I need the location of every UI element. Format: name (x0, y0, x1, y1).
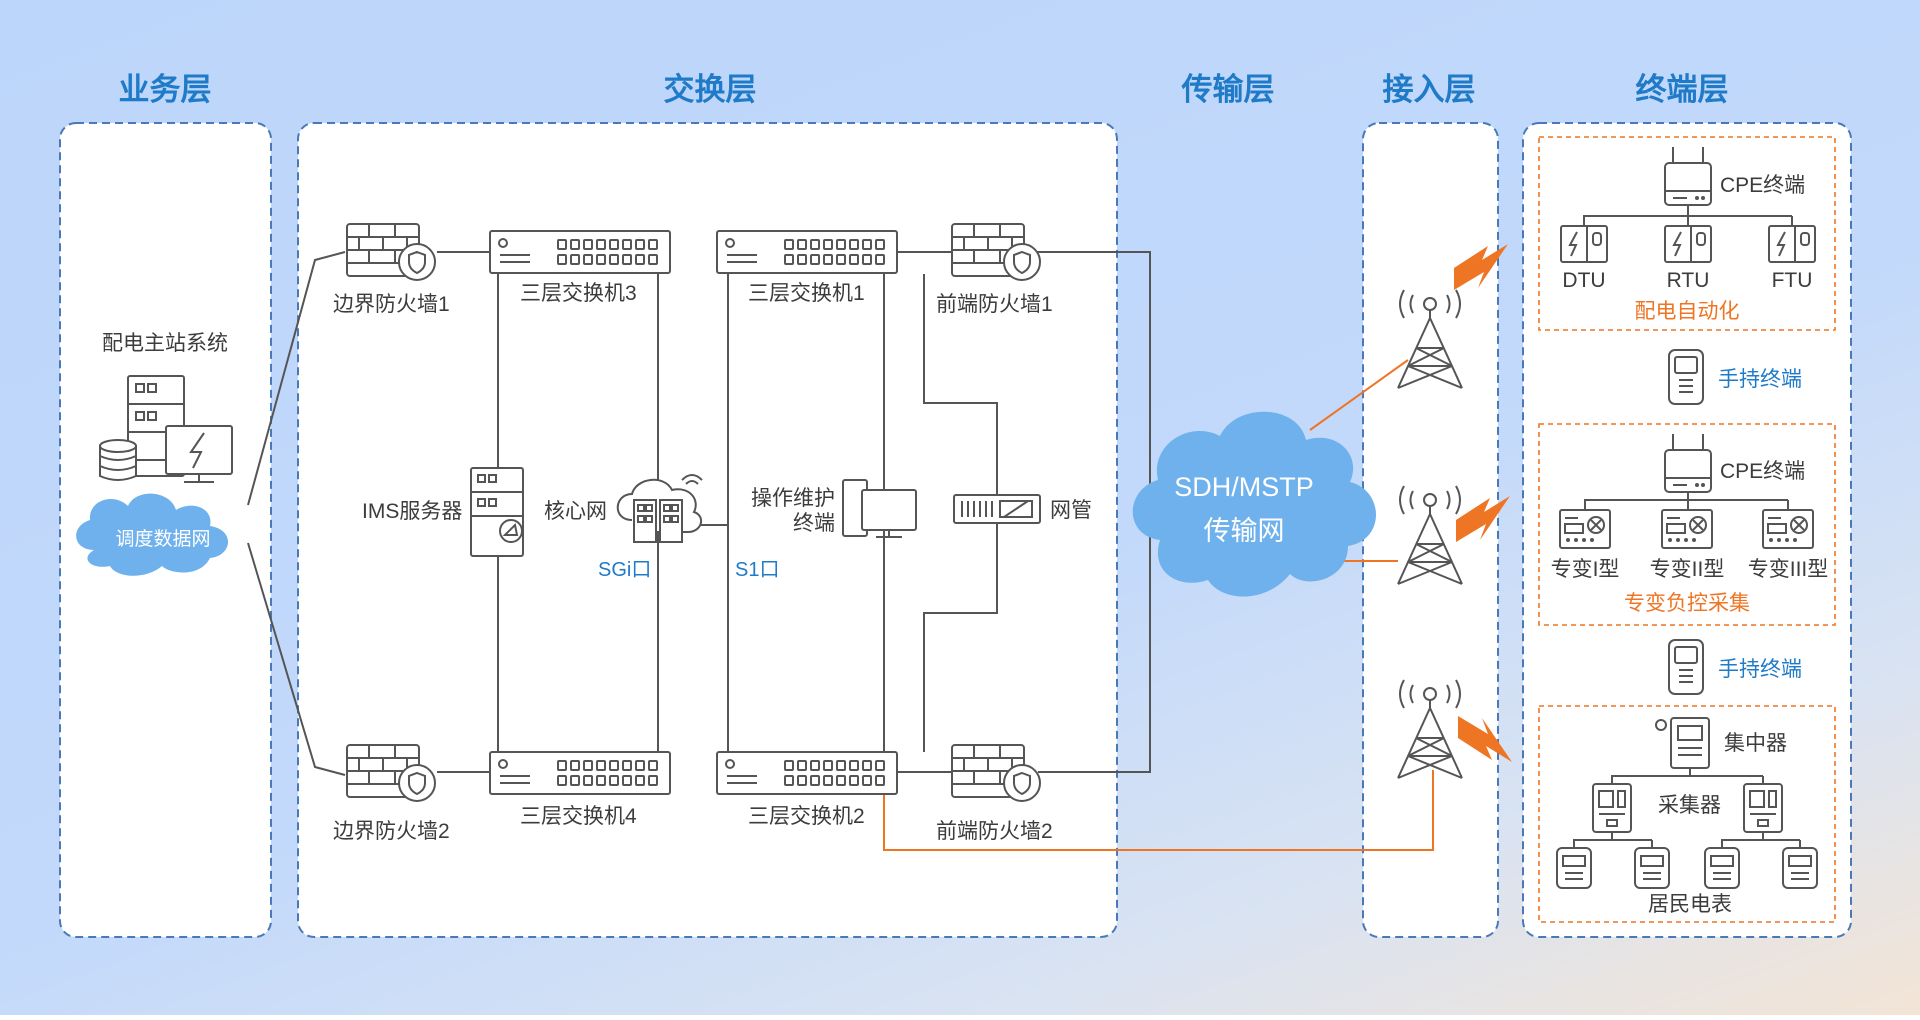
type-1-label: 专变I型 (1551, 558, 1620, 581)
collector-1-icon (1592, 783, 1632, 833)
border-firewall-1-label: 边界防火墙1 (333, 293, 450, 316)
handheld-terminal-2-icon (1668, 639, 1704, 695)
layer-title-switching: 交换层 (664, 72, 757, 107)
s1-port-label: S1口 (735, 559, 779, 581)
type-2-label: 专变II型 (1650, 558, 1725, 581)
collector-2-icon (1743, 783, 1783, 833)
l3-switch-3-label: 三层交换机3 (520, 282, 637, 305)
om-terminal-label-line1: 操作维护 (751, 487, 835, 510)
network-management-label: 网管 (1050, 499, 1092, 522)
sdh-mstp-label-line1: SDH/MSTP (1174, 472, 1314, 502)
sdh-mstp-cloud (1132, 411, 1376, 597)
front-firewall-1-label: 前端防火墙1 (936, 293, 1053, 316)
resident-meter-label: 居民电表 (1648, 893, 1732, 916)
load-control-label: 专变负控采集 (1624, 592, 1750, 615)
access-layer-panel (1362, 122, 1499, 938)
concentrator-label: 集中器 (1724, 732, 1787, 755)
l3-switch-4-icon (489, 751, 671, 795)
type-2-meter-icon (1661, 509, 1713, 549)
core-network-label: 核心网 (544, 500, 607, 523)
type-1-meter-icon (1559, 509, 1611, 549)
om-terminal-label-line2: 终端 (793, 512, 835, 535)
cpe-terminal-2-label: CPE终端 (1720, 460, 1805, 483)
switching-layer-panel (297, 122, 1118, 938)
handheld-terminal-1-icon (1668, 349, 1704, 405)
l3-switch-2-icon (716, 751, 898, 795)
monitor-icon (165, 425, 233, 483)
handheld-terminal-2-label: 手持终端 (1718, 658, 1802, 681)
l3-switch-3-icon (489, 230, 671, 274)
l3-switch-2-label: 三层交换机2 (748, 805, 865, 828)
ftu-label: FTU (1772, 269, 1813, 292)
resident-meter-4-icon (1782, 847, 1818, 889)
dtu-label: DTU (1562, 269, 1605, 292)
network-management-icon (953, 494, 1041, 524)
layer-title-business: 业务层 (119, 72, 212, 107)
l3-switch-1-icon (716, 230, 898, 274)
master-station-label: 配电主站系统 (102, 332, 228, 355)
ftu-icon (1768, 225, 1816, 263)
om-terminal-icon (842, 479, 917, 538)
collector-label: 采集器 (1658, 794, 1721, 817)
l3-switch-4-label: 三层交换机4 (520, 805, 637, 828)
dispatch-network-label: 调度数据网 (115, 528, 210, 550)
core-network-icon (616, 474, 703, 543)
front-firewall-2-label: 前端防火墙2 (936, 820, 1053, 843)
concentrator-icon (1655, 717, 1710, 769)
sgi-port-label: SGi口 (598, 559, 651, 581)
resident-meter-2-icon (1634, 847, 1670, 889)
border-firewall-2-label: 边界防火墙2 (333, 820, 450, 843)
l3-switch-1-label: 三层交换机1 (748, 282, 865, 305)
type-3-meter-icon (1762, 509, 1814, 549)
meter-reading-group (1538, 705, 1836, 923)
resident-meter-3-icon (1704, 847, 1740, 889)
load-control-group (1538, 423, 1836, 626)
rtu-icon (1664, 225, 1712, 263)
database-icon (99, 439, 137, 481)
cpe-terminal-1-label: CPE终端 (1720, 174, 1805, 197)
rtu-label: RTU (1667, 269, 1710, 292)
type-3-label: 专变III型 (1748, 558, 1829, 581)
dtu-icon (1560, 225, 1608, 263)
layer-title-transport: 传输层 (1181, 72, 1275, 107)
distribution-automation-group (1538, 136, 1836, 331)
layer-title-terminal: 终端层 (1636, 72, 1729, 107)
layer-title-access: 接入层 (1383, 72, 1476, 107)
ims-server-icon (470, 467, 524, 557)
handheld-terminal-1-label: 手持终端 (1718, 368, 1802, 391)
dispatch-network-cloud (76, 493, 229, 576)
resident-meter-1-icon (1556, 847, 1592, 889)
ims-server-label: IMS服务器 (362, 500, 462, 523)
sdh-mstp-label-line2: 传输网 (1204, 516, 1285, 546)
distribution-automation-label: 配电自动化 (1635, 300, 1740, 323)
